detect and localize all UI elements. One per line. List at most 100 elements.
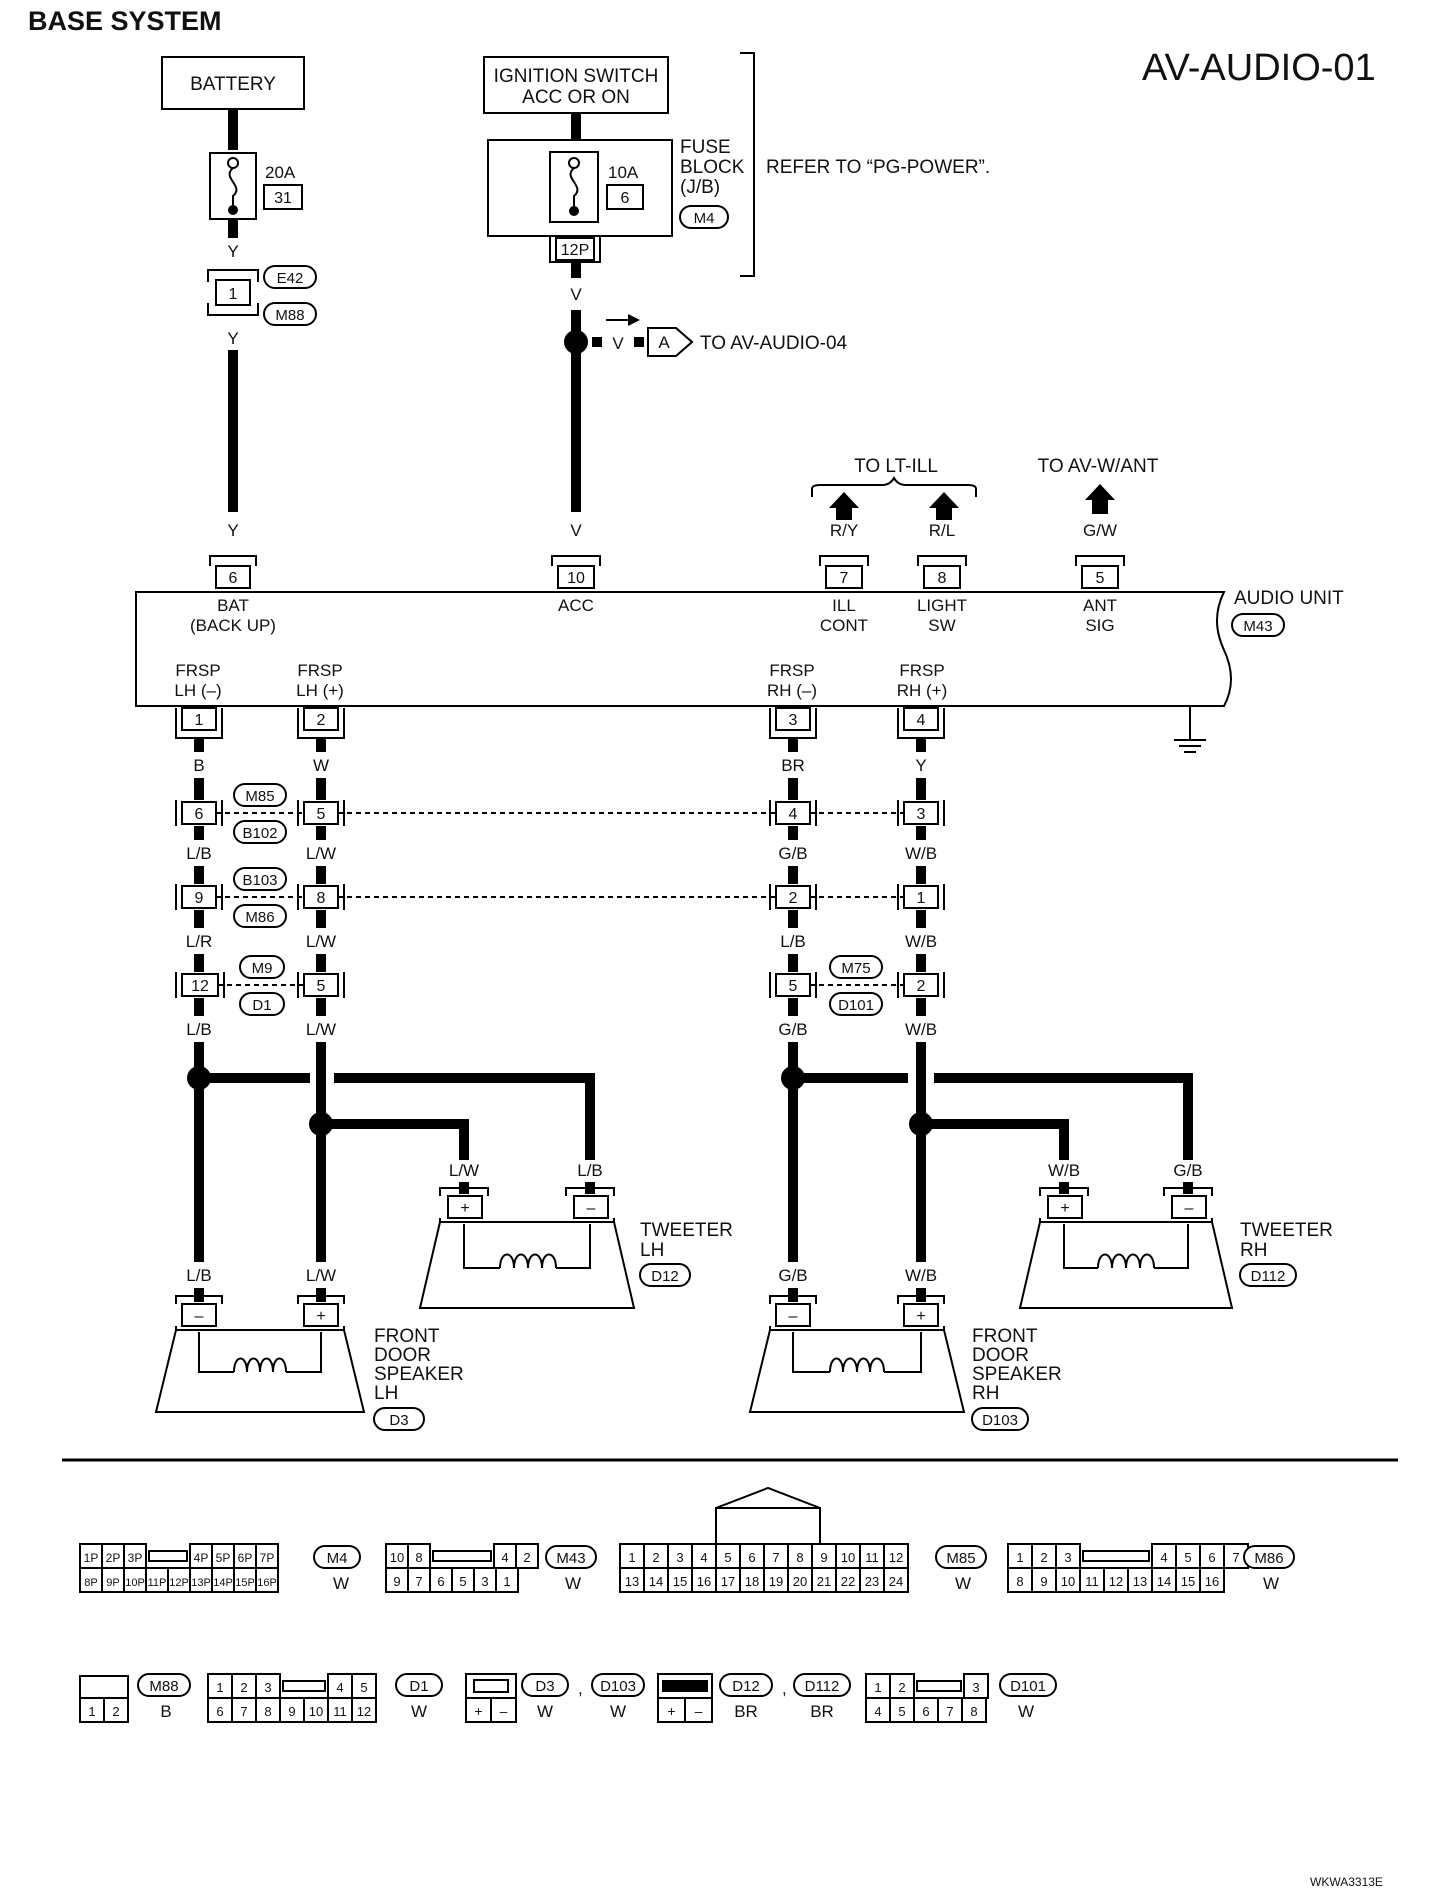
m85-pin-label: 4 — [700, 1550, 707, 1565]
d1-pin-label: 8 — [264, 1704, 271, 1719]
lh-tweeter-minus-color: L/B — [577, 1161, 603, 1180]
lh-speaker-minus-color: L/B — [186, 1266, 212, 1285]
m85-pin-label: 20 — [793, 1574, 807, 1589]
d12-cavity — [684, 1697, 713, 1723]
connector-view-d12-d112: +– — [657, 1673, 713, 1723]
d1-pin-label: 9 — [288, 1704, 295, 1719]
top-pin-5-num: 5 — [1096, 570, 1105, 587]
stack3-right-pin-a: 5 — [789, 978, 798, 995]
stack2-conn-top: B103 — [242, 872, 277, 889]
stack2-pin-d: 1 — [917, 890, 926, 907]
m4-cavity — [255, 1567, 279, 1593]
cv-name-d101: D101 — [1010, 1678, 1046, 1695]
d1-pin-label: 2 — [240, 1680, 247, 1695]
d3-pin-label: + — [474, 1703, 482, 1719]
cv-color-m43: W — [565, 1574, 581, 1593]
ignition-switch: IGNITION SWITCH ACC OR ON — [483, 56, 669, 114]
audio-top-pin-6: 6 BAT (BACK UP) — [190, 555, 276, 635]
d1-pin-label: 7 — [240, 1704, 247, 1719]
connector-stack-m85-b102: 6 5 4 3 M85 B102 — [175, 783, 945, 844]
m4-pin-label: 5P — [216, 1551, 231, 1565]
audio-bottom-pin-1: 1 — [175, 707, 223, 739]
cv-color-m4: W — [333, 1574, 349, 1593]
d101-cavity — [937, 1697, 963, 1723]
audio-unit-name: AUDIO UNIT — [1234, 588, 1344, 609]
m88-housing — [79, 1675, 129, 1699]
d101-pin-label: 6 — [922, 1704, 929, 1719]
link-color: V — [612, 334, 624, 353]
wire-color-gw: G/W — [1083, 521, 1117, 540]
m86-pin-label: 6 — [1208, 1550, 1215, 1565]
wire-color-y-1: Y — [227, 242, 238, 261]
stack1-conn-bottom: B102 — [242, 825, 277, 842]
d1-pin-label: 12 — [357, 1704, 371, 1719]
wire-color-v-2: V — [570, 521, 582, 540]
bottom-pin-2-num: 2 — [317, 712, 326, 729]
audio-bottom-pin-4: 4 — [897, 707, 945, 739]
m85-pin-label: 16 — [697, 1574, 711, 1589]
tweeter-lh-minus: – — [587, 1200, 596, 1217]
audio-bottom-pin-2: 2 — [297, 707, 345, 739]
top-pin-5-l2: SIG — [1085, 616, 1114, 635]
connector-stack-b103-m86: 9 8 2 1 B103 M86 — [175, 867, 945, 928]
m85-pin-label: 6 — [748, 1550, 755, 1565]
m85-pin-label: 23 — [865, 1574, 879, 1589]
m86-cavity — [1151, 1567, 1177, 1593]
m4-pin-label: 9P — [106, 1577, 119, 1589]
m85-pin-label: 5 — [724, 1550, 731, 1565]
refer-note: REFER TO “PG-POWER”. — [766, 157, 990, 178]
fuse-20a-no: 31 — [274, 190, 292, 207]
m85-pin-label: 2 — [652, 1550, 659, 1565]
wire-color-y-3: Y — [227, 521, 238, 540]
wire-color-br: BR — [781, 756, 805, 775]
m4-pin-label: 15P — [235, 1577, 255, 1589]
fuse-block: 10A 6 12P FUSE BLOCK (J/B) M4 REFER TO “… — [487, 52, 990, 277]
bottom-pin-4-l2: RH (+) — [897, 681, 948, 700]
d1-cavity — [351, 1697, 377, 1723]
front-door-speaker-lh: – + FRONT DOOR SPEAKER LH D3 — [154, 1295, 464, 1431]
figure-ref: WKWA3313E — [1310, 1875, 1383, 1889]
stack2-conn-bottom: M86 — [245, 909, 274, 926]
top-pin-10-l1: ACC — [558, 596, 594, 615]
fuse-block-line3: (J/B) — [680, 177, 720, 198]
d1-cavity — [255, 1697, 281, 1723]
speaker-lh-l2: DOOR — [374, 1345, 431, 1366]
m86-pin-label: 14 — [1157, 1574, 1171, 1589]
cv-color-m85: W — [955, 1574, 971, 1593]
m86-pin-label: 12 — [1109, 1574, 1123, 1589]
speaker-lh-l3: SPEAKER — [374, 1364, 464, 1385]
to-av-want-label: TO AV-W/ANT — [1038, 456, 1159, 477]
connector-view-d3-d103: +– — [465, 1673, 517, 1723]
tweeter-lh: + – TWEETER LH D12 — [418, 1187, 733, 1309]
cv-name-m43: M43 — [556, 1550, 585, 1567]
m86-cavity — [1223, 1543, 1249, 1569]
m86-cavity — [1175, 1567, 1201, 1593]
m43-pin-label: 3 — [481, 1574, 488, 1589]
cv-name-d12: D12 — [732, 1678, 760, 1695]
cv-color-d12: BR — [734, 1702, 758, 1721]
link-text: TO AV-AUDIO-04 — [700, 333, 848, 354]
stack3-left-conn-bottom: D1 — [252, 997, 271, 1014]
bottom-pin-3-num: 3 — [789, 712, 798, 729]
wire-color-w: W — [313, 756, 329, 775]
m86-pin-label: 1 — [1016, 1550, 1023, 1565]
cv-label-d101: D101 W — [999, 1673, 1057, 1721]
m85-pin-label: 8 — [796, 1550, 803, 1565]
d1-cavity — [207, 1697, 233, 1723]
stack3-left-conn-top: M9 — [252, 960, 273, 977]
m43-pin-label: 5 — [459, 1574, 466, 1589]
speaker-rh-l3: SPEAKER — [972, 1364, 1062, 1385]
m86-pin-label: 13 — [1133, 1574, 1147, 1589]
cv-label-d3: D3 , D103 W W — [521, 1673, 645, 1721]
fuse-block-line1: FUSE — [680, 137, 731, 158]
m85-pin-label: 3 — [676, 1550, 683, 1565]
stack2-color-d: W/B — [905, 932, 937, 951]
fuse-block-conn: M4 — [694, 210, 715, 227]
audio-top-pin-7: 7 ILL CONT — [819, 555, 869, 635]
speaker-rh-l2: DOOR — [972, 1345, 1029, 1366]
tweeter-rh-conn: D112 — [1251, 1268, 1286, 1285]
rh-speaker-plus-color: W/B — [905, 1266, 937, 1285]
cv-label-d12: D12 , D112 BR BR — [719, 1673, 851, 1721]
ignition-line1: IGNITION SWITCH — [494, 66, 659, 87]
